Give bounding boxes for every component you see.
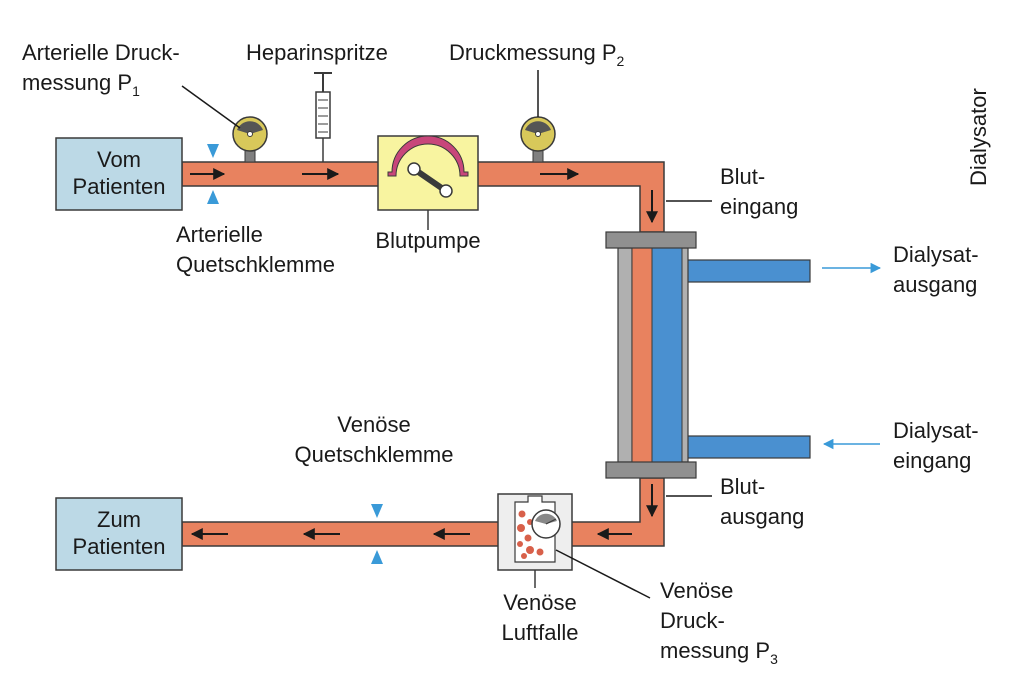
venous-air-trap-label-line2: Luftfalle xyxy=(501,620,578,645)
pressure-gauge-p1 xyxy=(232,116,268,163)
venous-pressure-label-line2: Druck- xyxy=(660,608,725,633)
dialyzer xyxy=(605,231,697,479)
venous-air-trap-label-line1: Venöse xyxy=(503,590,576,615)
venous-tube xyxy=(181,477,665,547)
dialysate-inlet-label-line2: eingang xyxy=(893,448,971,473)
heparin-syringe xyxy=(314,72,332,162)
blood-outlet-label-line1: Blut- xyxy=(720,474,765,499)
dialysate-outlet-port xyxy=(681,259,811,283)
arterial-clamp xyxy=(207,144,219,204)
dialyzer-label: Dialysator xyxy=(966,88,991,186)
dialysate-inlet-label-line1: Dialysat- xyxy=(893,418,979,443)
pressure-gauge-p2 xyxy=(520,116,556,163)
dialyzer-housing-left xyxy=(617,247,633,463)
arterial-pressure-label-line1: Arterielle Druck- xyxy=(22,40,180,65)
venous-clamp xyxy=(371,504,383,564)
from-patient-box: Vom Patienten xyxy=(55,137,183,211)
venous-clamp-label-line1: Venöse xyxy=(337,412,410,437)
to-patient-label-line1: Zum xyxy=(97,507,141,532)
dialysate-outlet-label-line2: ausgang xyxy=(893,272,977,297)
venous-air-trap xyxy=(497,493,573,588)
dialyzer-blood-chamber xyxy=(631,247,653,463)
leader-lines xyxy=(181,70,712,599)
blood-outlet-label-line2: ausgang xyxy=(720,504,804,529)
dialysate-outlet-label-line1: Dialysat- xyxy=(893,242,979,267)
heparin-syringe-label: Heparinspritze xyxy=(246,40,388,65)
dialyzer-dialysate-chamber xyxy=(651,247,683,463)
dialyzer-bottom-cap xyxy=(605,461,697,479)
venous-pressure-label-line3: messung P3 xyxy=(660,638,778,667)
to-patient-label-line2: Patienten xyxy=(73,534,166,559)
dialyzer-top-cap xyxy=(605,231,697,249)
pressure-p2-label: Druckmessung P2 xyxy=(449,40,625,69)
arterial-clamp-label-line1: Arterielle xyxy=(176,222,263,247)
dialysate-inlet-port xyxy=(681,435,811,459)
venous-blood-line xyxy=(181,477,665,547)
venous-pressure-label-line1: Venöse xyxy=(660,578,733,603)
blood-pump xyxy=(377,135,479,230)
arterial-clamp-label-line2: Quetschklemme xyxy=(176,252,335,277)
air-bubbles xyxy=(517,510,544,559)
blood-inlet-label-line2: eingang xyxy=(720,194,798,219)
to-patient-box: Zum Patienten xyxy=(55,497,183,571)
venous-clamp-label-line2: Quetschklemme xyxy=(295,442,454,467)
blood-inlet-label-line1: Blut- xyxy=(720,164,765,189)
arterial-pressure-label-line2: messung P1 xyxy=(22,70,140,99)
flow-arrows xyxy=(190,168,658,540)
from-patient-label-line1: Vom xyxy=(97,147,141,172)
blood-pump-label: Blutpumpe xyxy=(375,228,480,253)
from-patient-label-line2: Patienten xyxy=(73,174,166,199)
